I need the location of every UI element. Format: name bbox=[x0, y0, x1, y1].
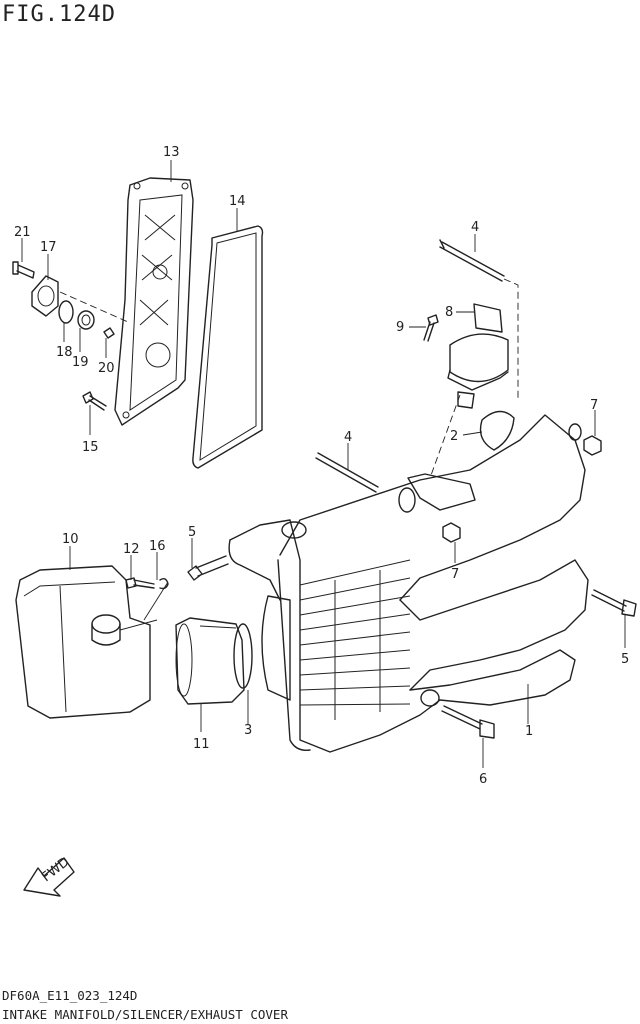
silencer-part[interactable] bbox=[15, 565, 158, 719]
o-ring-3-part[interactable] bbox=[233, 623, 253, 689]
figure-footer: DF60A_E11_023_124D INTAKE MANIFOLD/SILEN… bbox=[2, 986, 288, 1024]
bolt-15-part[interactable] bbox=[82, 391, 107, 411]
figure-code: DF60A_E11_023_124D bbox=[2, 988, 138, 1003]
forward-direction-arrow-icon bbox=[23, 857, 75, 897]
figure-caption: INTAKE MANIFOLD/SILENCER/EXHAUST COVER bbox=[2, 1007, 288, 1022]
callout-8: 8 bbox=[445, 305, 453, 320]
callout-12: 12 bbox=[123, 542, 140, 557]
stud-bolt-upper-part[interactable] bbox=[439, 239, 505, 282]
screw-20-part[interactable] bbox=[103, 327, 115, 339]
bolt-6-part[interactable] bbox=[441, 705, 495, 739]
o-ring-18-part[interactable] bbox=[58, 300, 74, 324]
callout-14: 14 bbox=[229, 194, 246, 209]
callout-21: 21 bbox=[14, 225, 31, 240]
callout-13: 13 bbox=[163, 145, 180, 160]
bolt-12-part[interactable] bbox=[125, 577, 155, 589]
callout-6: 6 bbox=[479, 772, 487, 787]
silencer-duct-part[interactable] bbox=[175, 617, 245, 705]
callout-9: 9 bbox=[396, 320, 404, 335]
callout-10: 10 bbox=[62, 532, 79, 547]
cover-bolt-part[interactable] bbox=[12, 261, 35, 279]
nut-lower-part[interactable] bbox=[442, 522, 461, 543]
callout-7-upper: 7 bbox=[590, 398, 598, 413]
nut-upper-part[interactable] bbox=[583, 435, 602, 456]
exhaust-cover-part[interactable] bbox=[114, 177, 194, 426]
stud-bolt-lower-part[interactable] bbox=[315, 452, 379, 493]
callout-17: 17 bbox=[40, 240, 57, 255]
callout-15: 15 bbox=[82, 440, 99, 455]
intake-manifold-part[interactable] bbox=[228, 414, 589, 753]
screw-9-part[interactable] bbox=[423, 314, 439, 342]
callout-18: 18 bbox=[56, 345, 73, 360]
callout-11: 11 bbox=[193, 737, 210, 752]
callout-5-left: 5 bbox=[188, 525, 196, 540]
iac-valve-part[interactable] bbox=[447, 303, 509, 409]
callout-2: 2 bbox=[450, 429, 458, 444]
callout-5-right: 5 bbox=[621, 652, 629, 667]
exhaust-cover-gasket-part[interactable] bbox=[192, 225, 264, 469]
figure-title: FIG.124D bbox=[2, 2, 116, 27]
clip-16-part[interactable] bbox=[159, 577, 169, 590]
fwd-label: FWD bbox=[39, 855, 72, 886]
sensor-cap-part[interactable] bbox=[31, 275, 59, 317]
callout-4-upper: 4 bbox=[471, 220, 479, 235]
bolt-5-left-part[interactable] bbox=[187, 555, 229, 581]
bolt-5-right-part[interactable] bbox=[591, 589, 637, 617]
callout-20: 20 bbox=[98, 361, 115, 376]
callout-1: 1 bbox=[525, 724, 533, 739]
callout-4-lower: 4 bbox=[344, 430, 352, 445]
callout-3: 3 bbox=[244, 723, 252, 738]
callout-16: 16 bbox=[149, 539, 166, 554]
washer-19-part[interactable] bbox=[77, 310, 95, 330]
o-ring-2-part[interactable] bbox=[479, 410, 515, 451]
callout-19: 19 bbox=[72, 355, 89, 370]
callout-7-lower: 7 bbox=[451, 567, 459, 582]
